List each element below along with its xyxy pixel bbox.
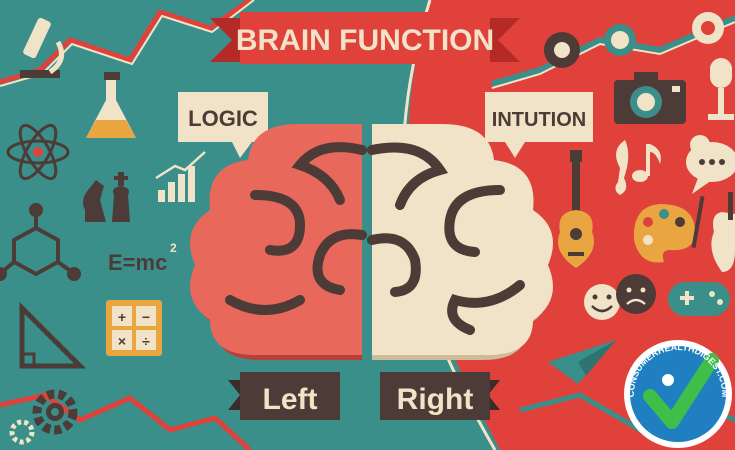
right-brain-hemisphere bbox=[367, 124, 553, 360]
palette-icon bbox=[633, 196, 705, 263]
ukulele-icon bbox=[558, 150, 594, 268]
svg-text:×: × bbox=[118, 333, 126, 349]
svg-text:−: − bbox=[142, 309, 150, 325]
molecule-icon bbox=[0, 203, 81, 281]
paper-plane-icon bbox=[548, 340, 616, 384]
svg-text:+: + bbox=[118, 309, 126, 325]
intuition-bubble: INTUTION bbox=[485, 92, 593, 158]
triangle-ruler-icon bbox=[19, 301, 87, 369]
left-banner-label: Left bbox=[263, 383, 318, 416]
chess-icon bbox=[83, 172, 130, 222]
title-ribbon: BRAIN FUNCTION bbox=[210, 12, 520, 64]
microscope-icon bbox=[20, 17, 65, 78]
calculator-icon: + − × ÷ bbox=[106, 300, 162, 356]
right-banner-label: Right bbox=[397, 383, 474, 416]
left-banner: Left bbox=[228, 372, 340, 420]
atom-icon bbox=[6, 123, 70, 181]
formula-exponent: 2 bbox=[170, 241, 177, 255]
left-brain-hemisphere bbox=[190, 124, 367, 360]
logic-bubble: LOGIC bbox=[178, 92, 268, 158]
camera-icon bbox=[614, 72, 686, 124]
zigzag-bottom-left bbox=[0, 392, 252, 450]
growth-chart-icon bbox=[155, 151, 206, 202]
formula-text: E=mc bbox=[108, 250, 167, 275]
gear-icon bbox=[9, 389, 78, 445]
page-title: BRAIN FUNCTION bbox=[236, 24, 494, 57]
music-note-icon bbox=[615, 140, 661, 195]
formula-icon: E=mc 2 bbox=[108, 241, 177, 275]
zigzag-top-right bbox=[491, 15, 735, 87]
smiley-icon bbox=[584, 284, 620, 320]
speech-bubble-icon bbox=[686, 142, 735, 194]
logic-label: LOGIC bbox=[188, 106, 258, 131]
sad-face-icon bbox=[616, 274, 656, 314]
flask-icon bbox=[86, 72, 136, 138]
microphone-icon bbox=[708, 58, 734, 120]
right-banner: Right bbox=[380, 372, 500, 420]
zigzag-top-right-outline bbox=[491, 21, 735, 89]
intuition-label: INTUTION bbox=[492, 109, 586, 131]
watermark-badge: CONSUMERHEALTHDIGEST.COM bbox=[624, 340, 732, 448]
svg-text:÷: ÷ bbox=[142, 333, 150, 349]
gamepad-icon bbox=[668, 282, 730, 316]
violin-icon bbox=[711, 192, 735, 272]
